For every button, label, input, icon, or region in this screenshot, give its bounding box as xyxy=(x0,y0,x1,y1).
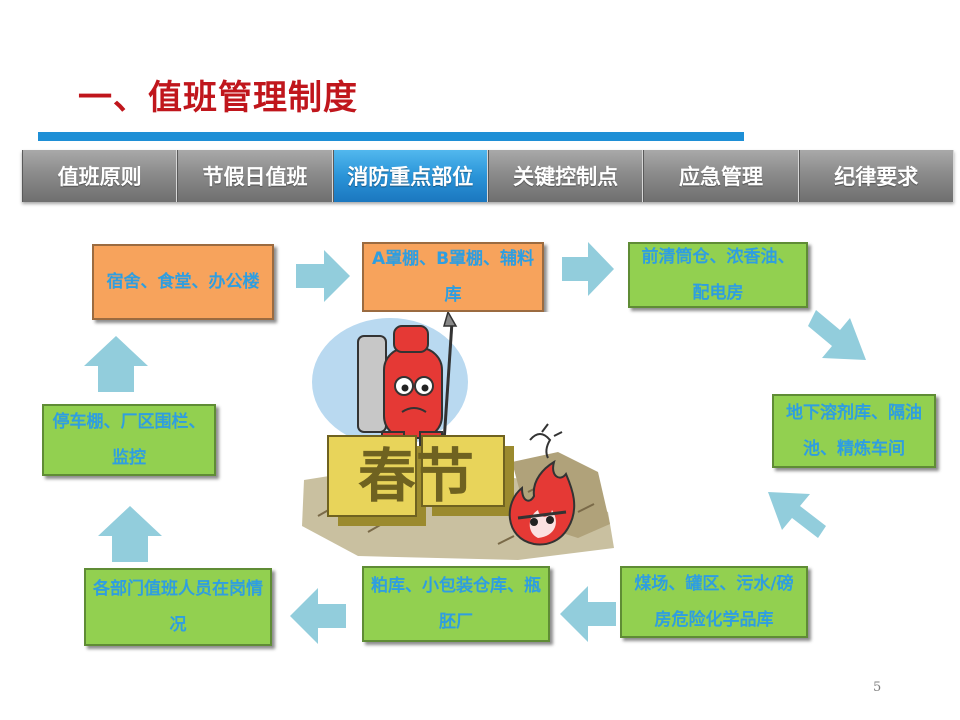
arrow-left-icon xyxy=(560,586,616,642)
location-box-label: A罩棚、B罩棚、辅料库 xyxy=(371,249,535,305)
location-box-meal-warehouse: 粕库、小包装仓库、瓶胚厂 xyxy=(362,566,550,642)
arrow-up-icon xyxy=(98,506,162,562)
location-box-coal-yard: 煤场、罐区、污水/磅房危险化学品库 xyxy=(620,566,808,638)
location-box-shed: A罩棚、B罩棚、辅料库 xyxy=(362,242,544,312)
location-box-label: 停车棚、厂区围栏、监控 xyxy=(52,412,206,468)
tab-discipline[interactable]: 纪律要求 xyxy=(798,150,954,202)
tab-fire-key-locations[interactable]: 消防重点部位 xyxy=(332,150,488,202)
arrow-down-left-icon xyxy=(768,492,826,538)
tab-key-control-points[interactable]: 关键控制点 xyxy=(487,150,644,202)
title-underline xyxy=(38,132,744,141)
location-box-label: 煤场、罐区、污水/磅房危险化学品库 xyxy=(634,574,794,630)
arrow-right-icon xyxy=(296,250,350,302)
fire-extinguisher-cartoon-icon: 春节 xyxy=(302,310,614,560)
location-box-label: 宿舍、食堂、办公楼 xyxy=(106,272,260,292)
tab-bar: 值班原则 节假日值班 消防重点部位 关键控制点 应急管理 纪律要求 xyxy=(22,150,954,202)
arrow-left-icon xyxy=(290,588,346,644)
location-box-silo: 前清筒仓、浓香油、配电房 xyxy=(628,242,808,308)
tab-emergency-management[interactable]: 应急管理 xyxy=(643,150,799,202)
location-box-label: 地下溶剂库、隔油池、精炼车间 xyxy=(786,403,922,459)
arrow-down-right-icon xyxy=(808,310,866,360)
location-box-solvent: 地下溶剂库、隔油池、精炼车间 xyxy=(772,394,936,468)
location-box-duty-staff: 各部门值班人员在岗情况 xyxy=(84,568,272,646)
spring-festival-illustration: 春节 xyxy=(298,310,616,564)
spring-festival-text: 春节 xyxy=(358,442,474,510)
tab-principles[interactable]: 值班原则 xyxy=(22,150,178,202)
tab-holiday-duty[interactable]: 节假日值班 xyxy=(177,150,333,202)
location-box-label: 各部门值班人员在岗情况 xyxy=(93,579,263,635)
arrow-up-icon xyxy=(84,336,148,392)
slide-title: 一、值班管理制度 xyxy=(78,78,358,118)
location-box-label: 粕库、小包装仓库、瓶胚厂 xyxy=(371,576,541,632)
arrow-right-icon xyxy=(562,242,614,296)
page-number: 5 xyxy=(873,680,882,695)
location-box-label: 前清筒仓、浓香油、配电房 xyxy=(641,247,795,303)
location-box-dorm: 宿舍、食堂、办公楼 xyxy=(92,244,274,320)
location-box-parking: 停车棚、厂区围栏、监控 xyxy=(42,404,216,476)
